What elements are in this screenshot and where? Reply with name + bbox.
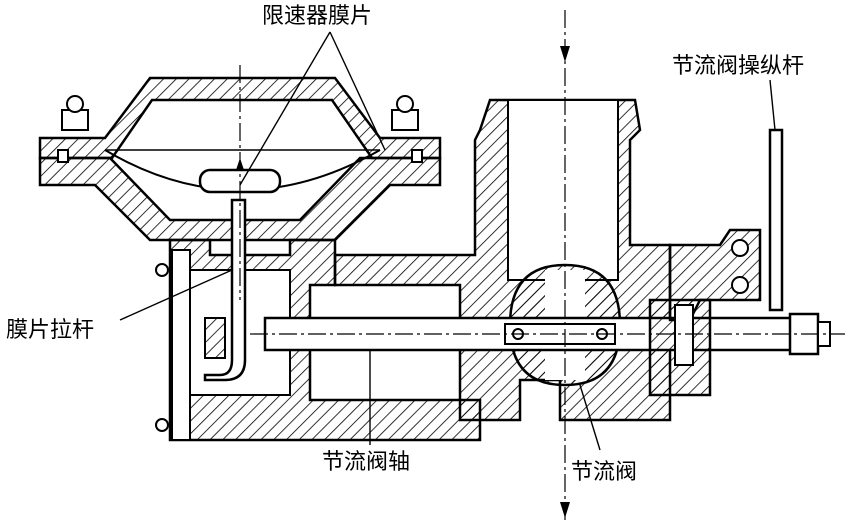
label-throttle-shaft: 节流阀轴 bbox=[322, 450, 411, 475]
label-throttle-valve: 节流阀 bbox=[571, 460, 638, 485]
label-throttle-lever: 节流阀操纵杆 bbox=[672, 54, 805, 79]
center-lines bbox=[239, 10, 845, 520]
label-pull-rod: 膜片拉杆 bbox=[6, 318, 95, 343]
flow-arrow-bottom-icon bbox=[560, 502, 570, 518]
flow-arrow-top-icon bbox=[560, 46, 570, 62]
throttle-lever bbox=[768, 128, 784, 312]
flange-bolt-left bbox=[57, 95, 89, 163]
leader-lines bbox=[119, 31, 776, 451]
diaphragm-housing bbox=[38, 76, 442, 242]
throttle-lever-linkage bbox=[648, 128, 784, 397]
label-diaphragm: 限速器膜片 bbox=[262, 4, 373, 29]
flange-bolt-right bbox=[391, 95, 423, 163]
